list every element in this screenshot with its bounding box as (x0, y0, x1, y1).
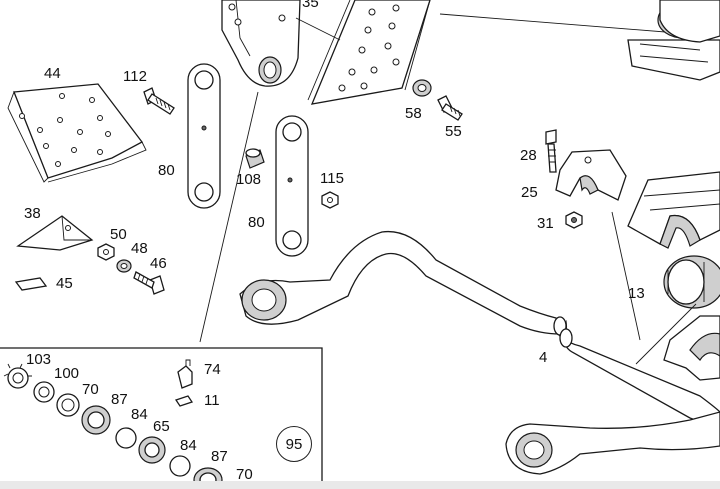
part-label-70-first: 70 (82, 381, 99, 398)
detail-inset (0, 347, 323, 489)
bolt-28 (545, 129, 557, 173)
link-80-upper (187, 63, 221, 209)
bottom-scroll-strip (0, 481, 720, 489)
part-label-74: 74 (204, 361, 221, 378)
part-label-4: 4 (539, 349, 548, 366)
part-label-25: 25 (521, 184, 538, 201)
part-label-108: 108 (236, 171, 262, 188)
part-label-31: 31 (537, 215, 554, 232)
part-label-100: 100 (54, 365, 80, 382)
frame-member-top-right (627, 0, 720, 81)
part-label-38: 38 (24, 205, 41, 222)
bracket-35-left (221, 0, 301, 87)
bolt-46 (133, 271, 165, 295)
clamp-25 (555, 149, 627, 201)
bushing-13 (663, 255, 720, 309)
nut-50 (97, 243, 115, 261)
link-80-lower (275, 115, 309, 257)
part-label-50: 50 (110, 226, 127, 243)
part-label-84-second: 84 (180, 437, 197, 454)
part-label-35: 35 (302, 0, 319, 11)
part-label-70-second: 70 (236, 466, 253, 483)
washer-58 (412, 79, 432, 97)
part-label-65: 65 (153, 418, 170, 435)
bearing-housing-upper (627, 171, 720, 249)
part-label-80-upper: 80 (158, 162, 175, 179)
nut-115 (321, 191, 339, 209)
part-label-87-first: 87 (111, 391, 128, 408)
part-label-84-first: 84 (131, 406, 148, 423)
bolt-112 (143, 87, 175, 115)
washer-48 (116, 259, 132, 273)
part-label-115: 115 (320, 170, 344, 187)
part-label-28: 28 (520, 147, 537, 164)
part-label-44: 44 (44, 65, 61, 82)
part-label-13: 13 (628, 285, 645, 302)
bracket-38 (16, 215, 94, 251)
part-label-103: 103 (26, 351, 52, 368)
bolt-55 (437, 95, 463, 121)
part-label-45: 45 (56, 275, 73, 292)
part-label-112: 112 (123, 68, 147, 85)
bracket-35-right (307, 0, 431, 105)
bushing-108 (245, 148, 265, 169)
part-label-58: 58 (405, 105, 422, 122)
plate-44 (7, 83, 147, 183)
part-label-87-second: 87 (211, 448, 228, 465)
part-label-11: 11 (204, 392, 220, 409)
part-label-80-lower: 80 (248, 214, 265, 231)
part-label-55: 55 (445, 123, 462, 140)
part-label-48: 48 (131, 240, 148, 257)
shim-45 (14, 277, 48, 291)
stabilizer-bar-4 (239, 230, 720, 475)
bearing-housing-lower (663, 315, 720, 381)
nut-31 (565, 211, 583, 229)
part-label-95-circled: 95 (276, 426, 312, 462)
part-label-46: 46 (150, 255, 167, 272)
